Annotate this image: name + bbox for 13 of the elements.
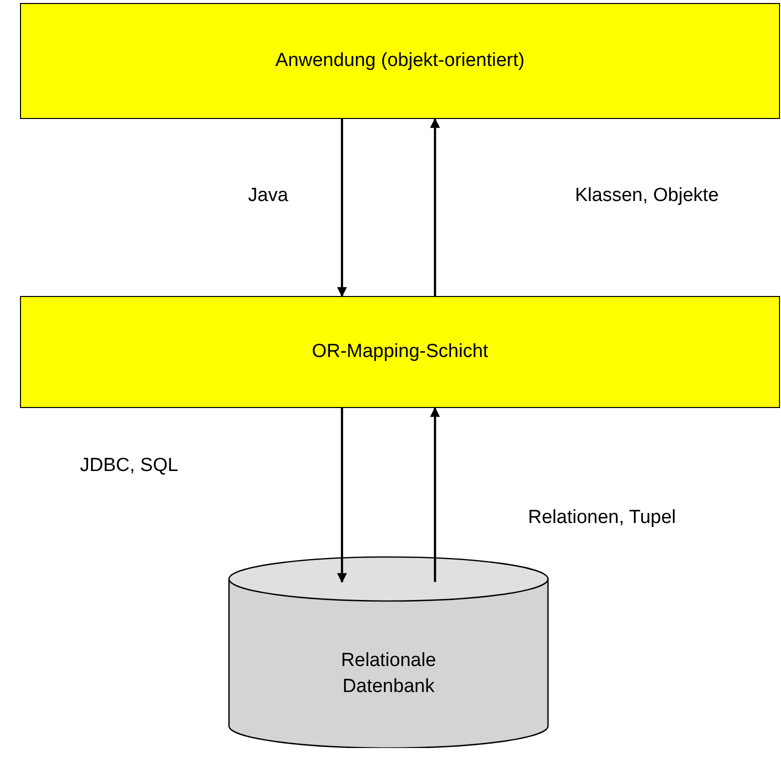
arrow <box>337 408 347 583</box>
flow-label: Relationen, Tupel <box>528 507 676 529</box>
flow-label: Klassen, Objekte <box>575 185 719 207</box>
layer-box <box>20 296 780 408</box>
flow-label: JDBC, SQL <box>80 455 178 477</box>
layer-box <box>20 3 780 119</box>
layer-title: OR-Mapping-Schicht <box>312 340 488 364</box>
arrow <box>337 119 347 297</box>
arrow <box>430 407 440 582</box>
flow-label: Java <box>248 185 288 207</box>
layer-title: Anwendung (objekt-orientiert) <box>275 49 525 74</box>
arrow <box>430 118 440 296</box>
database-label: Relationale Datenbank <box>340 649 438 699</box>
